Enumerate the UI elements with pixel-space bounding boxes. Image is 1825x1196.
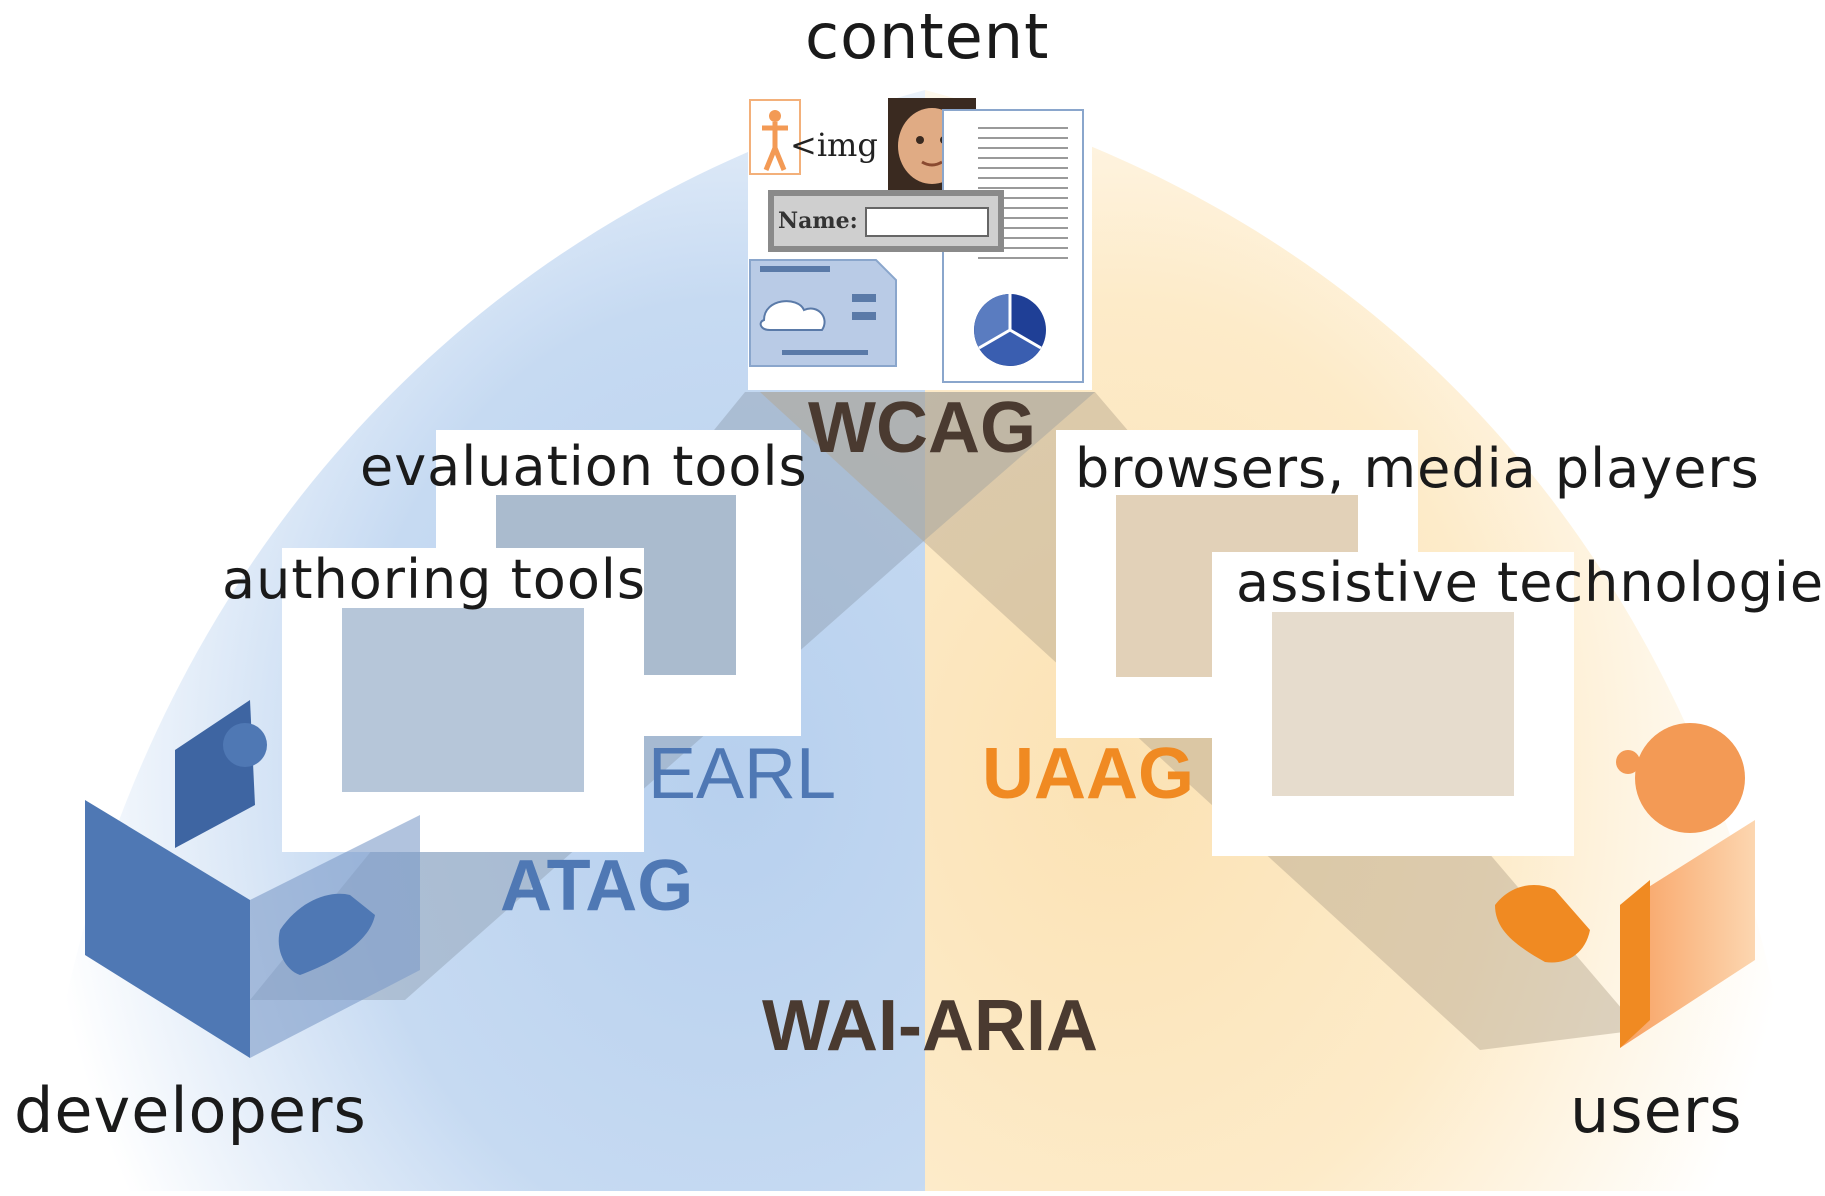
weather-widget-icon: [749, 259, 897, 367]
developer-figure-icon: [85, 700, 420, 1058]
atag-acronym: ATAG: [500, 846, 694, 926]
ballerina-icon: [749, 99, 801, 175]
wai-aria-acronym: WAI-ARIA: [762, 986, 1098, 1066]
earl-acronym: EARL: [648, 734, 837, 814]
name-field-label: Name:: [778, 208, 858, 234]
content-samples-svg: [749, 98, 1084, 383]
assistive-technologies-label: assistive technologies: [1236, 551, 1825, 614]
authoring-tools-box: [282, 548, 644, 852]
img-tag-sample: <img: [790, 126, 878, 164]
assistive-technologies-box: [1212, 552, 1574, 856]
authoring-tools-label: authoring tools: [222, 548, 647, 611]
name-form-field-icon: [768, 190, 1004, 252]
browsers-media-players-label: browsers, media players: [1075, 437, 1760, 500]
developers-label: developers: [14, 1074, 367, 1147]
content-illustration: <img Name:: [748, 98, 1092, 390]
wcag-acronym: WCAG: [808, 388, 1036, 468]
user-figure-icon: [1495, 723, 1755, 1048]
users-label: users: [1570, 1074, 1743, 1147]
evaluation-tools-label: evaluation tools: [360, 435, 808, 498]
pie-chart-icon: [974, 294, 1046, 366]
content-label: content: [805, 0, 1050, 73]
uaag-acronym: UAAG: [982, 734, 1194, 814]
